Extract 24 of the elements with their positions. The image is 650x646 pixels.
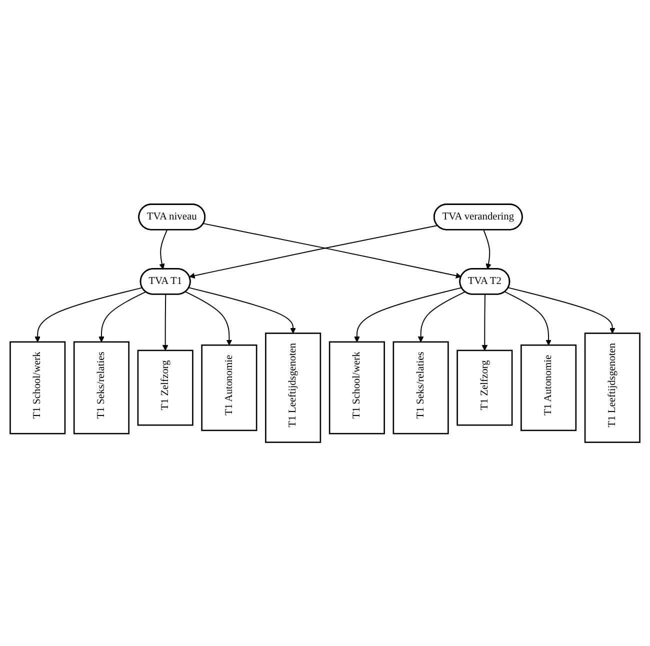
node-box: T1 School/werk <box>10 341 66 434</box>
arrow <box>188 286 296 334</box>
arrow <box>185 291 232 346</box>
node-box: T1 School/werk <box>328 341 385 434</box>
arrow <box>203 222 462 278</box>
node-box: T1 Zelfzorg <box>456 350 513 426</box>
arrow <box>482 294 488 350</box>
arrow <box>508 286 616 334</box>
node-box: T1 Zelfzorg <box>137 350 194 426</box>
node-box: T1 Autonomie <box>520 344 577 431</box>
node-box: T1 Seks/relaties <box>392 341 449 434</box>
node-box: T1 Seks/relaties <box>73 341 130 434</box>
node-box: T1 Leeftijdsgenoten <box>265 332 322 443</box>
arrow <box>354 286 462 342</box>
arrow <box>34 286 143 342</box>
arrow <box>189 224 438 278</box>
arrow <box>504 291 552 346</box>
arrow <box>418 291 466 342</box>
arrow <box>483 229 492 270</box>
node-box: T1 Autonomie <box>201 344 258 431</box>
arrow <box>98 291 146 342</box>
arrow <box>159 229 168 270</box>
arrow <box>162 294 168 350</box>
node-box: T1 Leeftijdsgenoten <box>584 332 640 443</box>
